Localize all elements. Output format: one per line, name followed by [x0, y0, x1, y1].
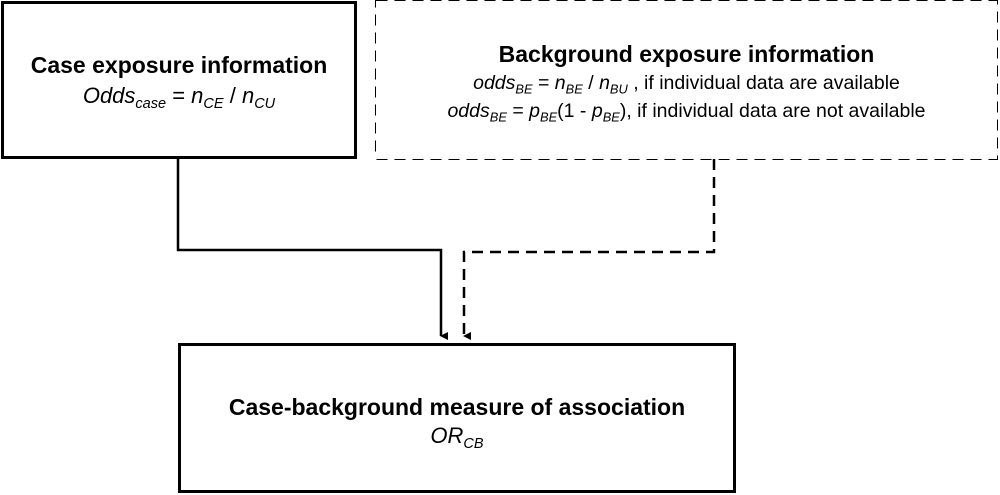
- formula-or: OR: [430, 423, 464, 448]
- formula-sub: BE: [540, 109, 558, 125]
- formula-sub: case: [135, 96, 167, 113]
- formula-condition: , if individual data are available: [627, 72, 900, 94]
- background-odds-formula-individual: oddsBE = nBE / nBU , if individual data …: [473, 69, 900, 97]
- formula-n: n: [599, 72, 610, 94]
- edge-case-to-result: [176, 159, 448, 340]
- case-exposure-box: Case exposure information Oddscase = nCE…: [1, 1, 357, 159]
- formula-sub: CE: [203, 96, 224, 113]
- result-formula: ORCB: [430, 422, 484, 453]
- formula-sub: CB: [463, 436, 484, 453]
- formula-sub: BE: [602, 109, 620, 125]
- formula-sub: CU: [254, 96, 276, 113]
- formula-n: n: [191, 83, 204, 108]
- formula-sub: BE: [489, 109, 507, 125]
- result-title: Case-background measure of association: [228, 394, 686, 420]
- formula-n: n: [554, 72, 566, 94]
- formula-eq: =: [506, 100, 530, 122]
- formula-sub: BE: [515, 81, 533, 97]
- result-box: Case-background measure of association O…: [178, 343, 736, 493]
- case-odds-formula: Oddscase = nCE / nCU: [82, 82, 276, 113]
- background-exposure-title: Background exposure information: [498, 41, 875, 67]
- formula-div: /: [582, 72, 600, 94]
- formula-n: n: [241, 83, 255, 108]
- edge-background-to-result: [462, 159, 716, 340]
- background-odds-formula-aggregate: oddsBE = pBE(1 - pBE), if individual dat…: [447, 97, 925, 125]
- formula-eq: =: [532, 72, 555, 94]
- formula-sub: BU: [609, 81, 628, 97]
- formula-odds: Odds: [82, 83, 136, 108]
- formula-eq: =: [166, 83, 192, 108]
- formula-p: p: [591, 100, 603, 122]
- formula-odds: odds: [447, 100, 490, 122]
- formula-p: p: [529, 100, 540, 122]
- formula-odds: odds: [473, 72, 516, 94]
- background-exposure-box: Background exposure information oddsBE =…: [376, 1, 997, 159]
- formula-mid: (1 -: [557, 100, 592, 122]
- case-exposure-title: Case exposure information: [30, 52, 328, 78]
- formula-sub: BE: [565, 81, 583, 97]
- formula-div: /: [223, 83, 242, 108]
- formula-condition: ), if individual data are not available: [619, 100, 926, 122]
